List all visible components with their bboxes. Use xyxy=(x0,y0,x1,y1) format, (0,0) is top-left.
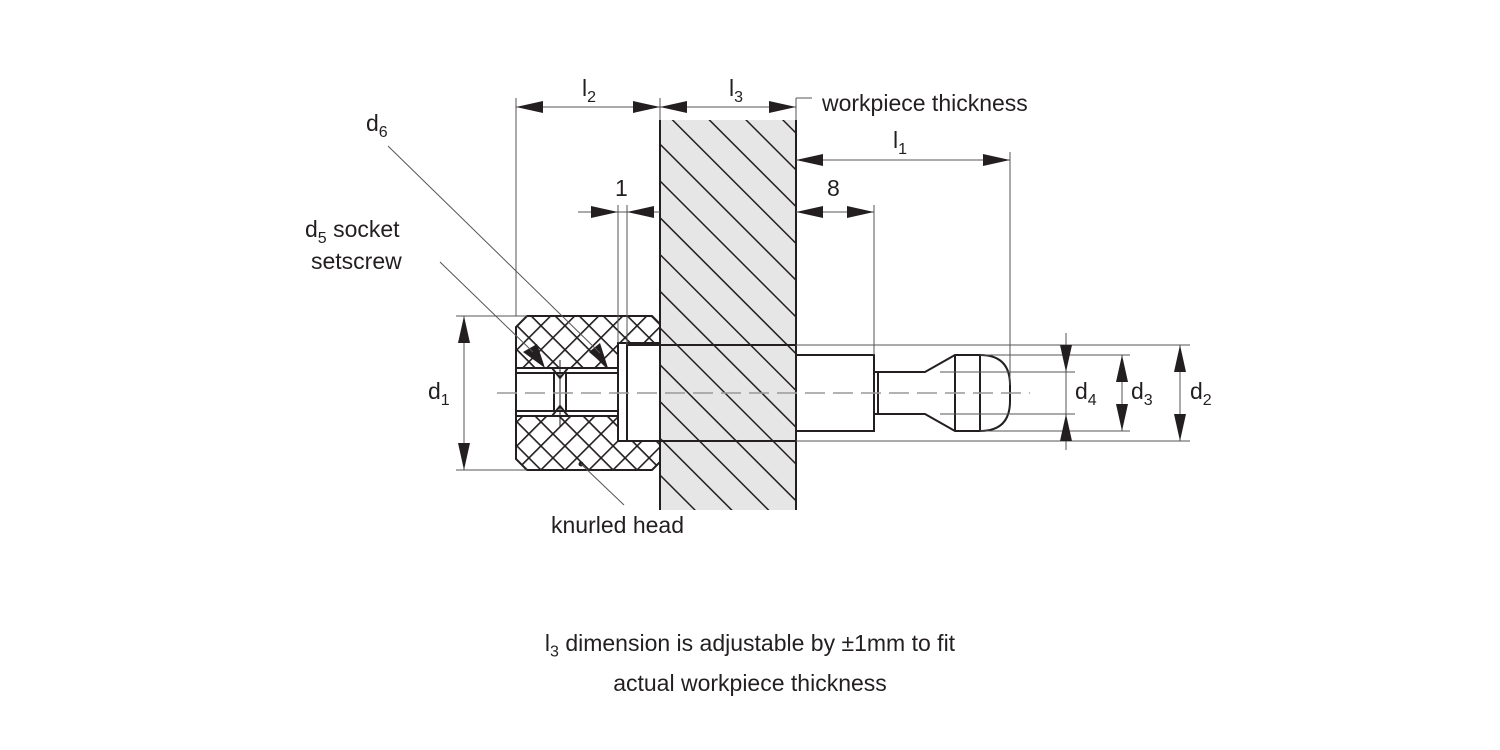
footnote-line-2: actual workpiece thickness xyxy=(613,669,887,696)
dimension-1 xyxy=(591,206,654,218)
leader-d5 xyxy=(439,261,534,353)
label-workpiece-thickness: workpiece thickness xyxy=(821,90,1028,116)
label-d3: d3 xyxy=(1131,378,1153,409)
label-dim-8: 8 xyxy=(827,175,840,201)
label-setscrew: setscrew xyxy=(311,248,402,274)
label-dim-1: 1 xyxy=(615,175,628,201)
dimension-d2 xyxy=(1174,345,1186,441)
dimension-d3 xyxy=(1116,355,1128,431)
label-l1: l1 xyxy=(893,127,907,158)
footnote: l3 dimension is adjustable by ±1mm to fi… xyxy=(0,628,1500,699)
dimension-d1 xyxy=(458,316,470,470)
label-d4: d4 xyxy=(1075,378,1097,409)
label-d6: d6 xyxy=(366,110,388,141)
label-knurled-head: knurled head xyxy=(551,512,684,538)
dimension-l3 xyxy=(660,101,796,113)
label-d1: d1 xyxy=(428,378,450,409)
dimension-l1 xyxy=(796,154,1010,166)
dimension-d4 xyxy=(1060,345,1072,441)
label-l3: l3 xyxy=(729,75,743,106)
dimension-l2 xyxy=(516,101,660,113)
setscrew-socket-icon xyxy=(589,343,608,368)
leader-knurled-head xyxy=(580,463,625,506)
dimension-8 xyxy=(796,206,874,218)
setscrew-socket-icon xyxy=(523,344,545,368)
label-d5-socket: d5 socket xyxy=(305,216,400,247)
footnote-line-1: l3 dimension is adjustable by ±1mm to fi… xyxy=(544,630,956,661)
leader-d6 xyxy=(387,145,601,354)
label-d2: d2 xyxy=(1190,378,1212,409)
label-l2: l2 xyxy=(582,75,596,106)
workpiece xyxy=(659,120,797,510)
